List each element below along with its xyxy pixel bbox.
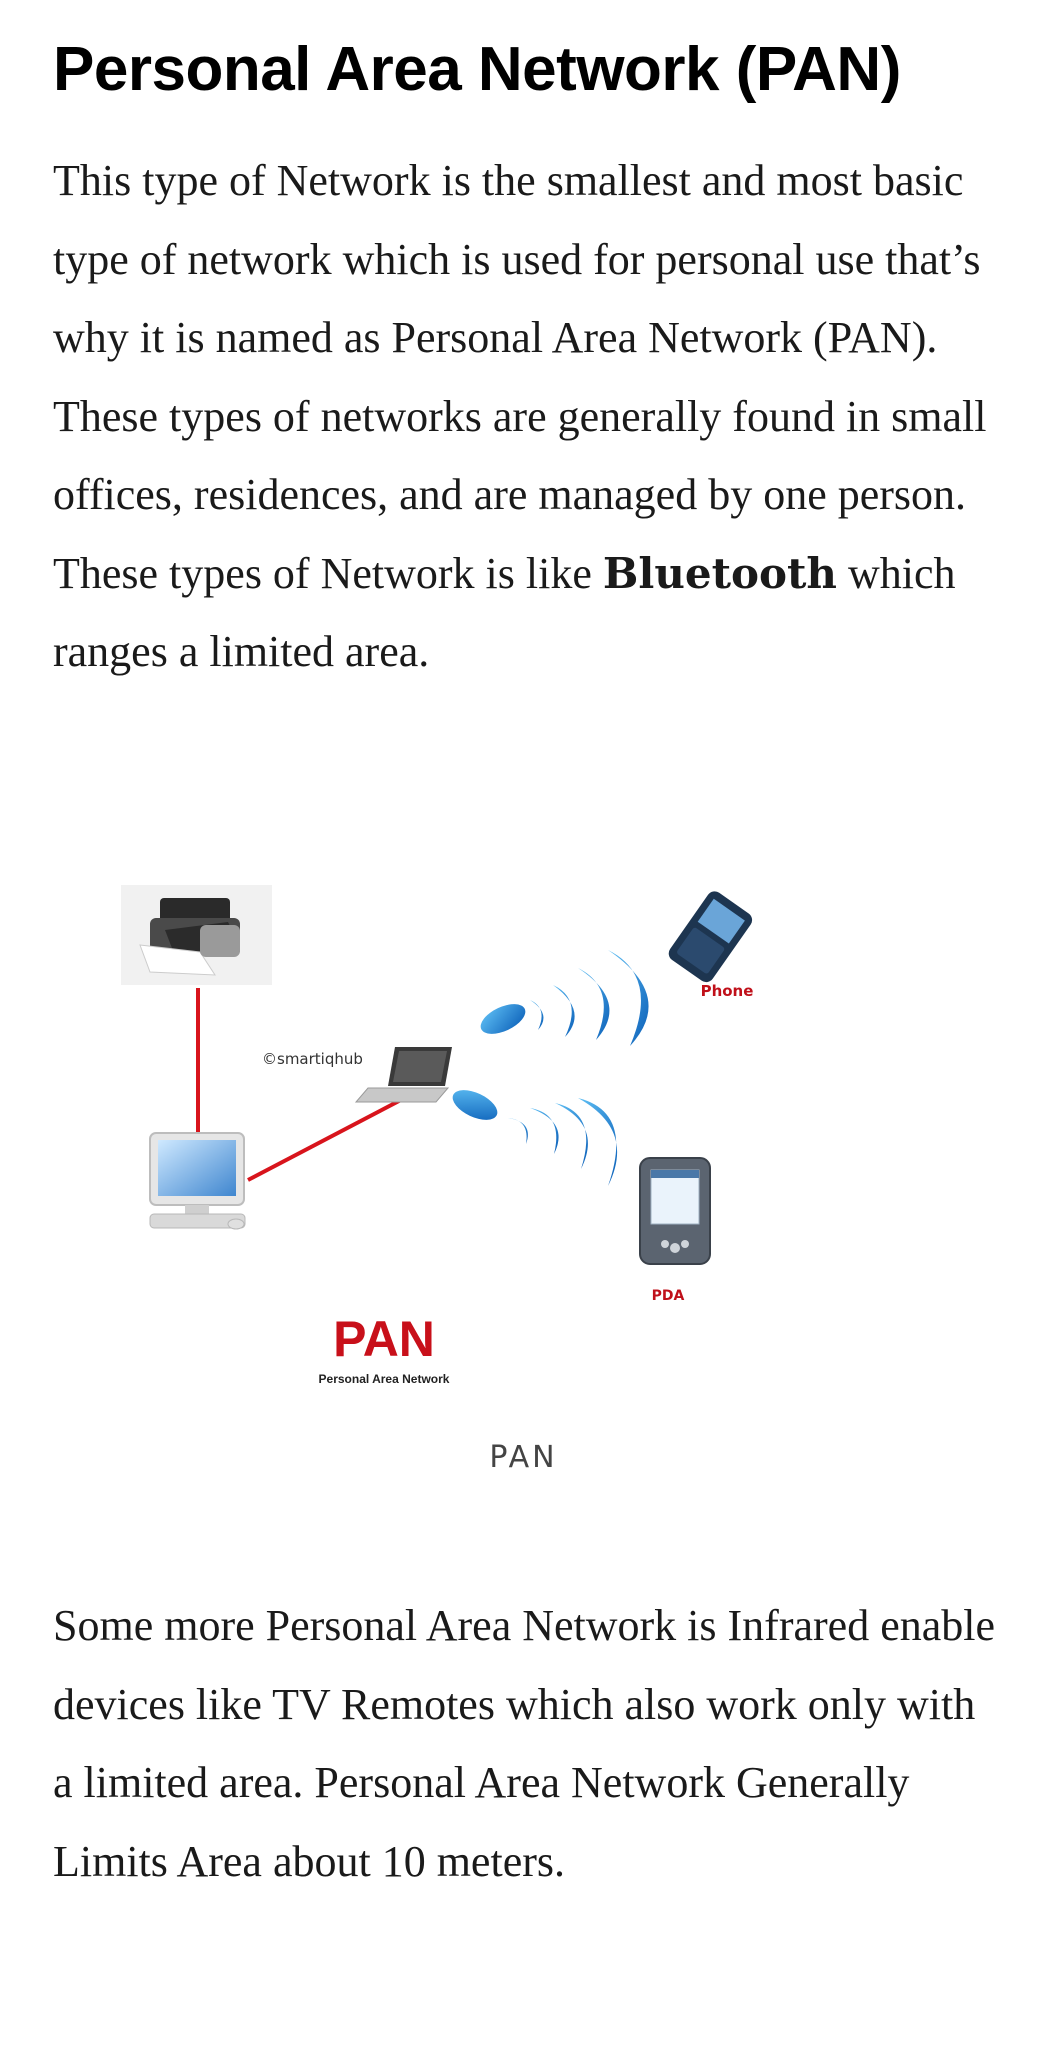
brand-subtitle: Personal Area Network bbox=[319, 1372, 450, 1386]
watermark: ©smartiqhub bbox=[262, 1050, 363, 1068]
figure-caption: PAN bbox=[489, 1440, 558, 1475]
intro-tail: which ranges a limited area. bbox=[53, 548, 956, 677]
bluetooth-term: Bluetooth bbox=[602, 548, 837, 598]
wireless-signal-icon-lower bbox=[452, 1090, 618, 1186]
phone-label: Phone bbox=[701, 982, 754, 1000]
closing-section: Some more Personal Area Network is Infra… bbox=[53, 1587, 1003, 1901]
closing-paragraph: Some more Personal Area Network is Infra… bbox=[53, 1601, 996, 1886]
pda-label: PDA bbox=[652, 1288, 685, 1304]
brand-title: PAN bbox=[333, 1311, 435, 1367]
page-title: Personal Area Network (PAN) bbox=[53, 35, 901, 104]
intro-text: This type of Network is the smallest and… bbox=[53, 156, 987, 598]
wireless-signal-icon bbox=[480, 950, 649, 1046]
article: Personal Area Network (PAN) This type of… bbox=[53, 0, 1003, 692]
laptop-cable bbox=[247, 1088, 421, 1182]
mobile-phone-icon bbox=[668, 891, 753, 983]
printer-icon bbox=[121, 885, 272, 985]
pda-icon bbox=[639, 1157, 711, 1265]
intro-paragraph: This type of Network is the smallest and… bbox=[53, 142, 1003, 692]
desktop-computer-icon bbox=[149, 1132, 246, 1230]
laptop-icon bbox=[354, 1047, 452, 1103]
